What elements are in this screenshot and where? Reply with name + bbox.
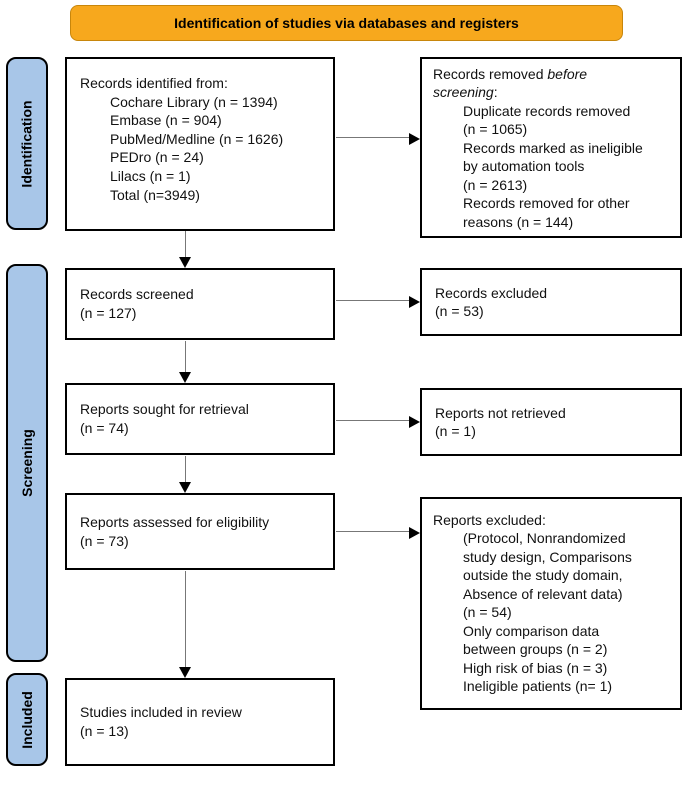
stage-bar-screening: Screening: [6, 264, 48, 662]
reason-line: Records marked as ineligible: [463, 139, 643, 156]
box-line: Reports sought for retrieval: [80, 401, 249, 418]
box-line: Studies included in review: [80, 704, 242, 721]
box-reports-sought: Reports sought for retrieval (n = 74): [65, 383, 335, 455]
reason-line: (n = 1065): [463, 121, 528, 138]
arrow-right-screened-to-excluded: [336, 295, 420, 308]
box-count: (n = 13): [80, 723, 129, 739]
stage-bar-included: Included: [6, 673, 48, 766]
heading-text: :: [493, 84, 498, 101]
reason-line: between groups (n = 2): [463, 641, 608, 658]
heading-text: Records removed: [433, 66, 548, 82]
reason-line: (n = 54): [463, 604, 512, 621]
reason-line: (Protocol, Nonrandomized: [463, 530, 626, 547]
box-studies-included: Studies included in review (n = 13): [65, 678, 335, 766]
reason-line: Absence of relevant data): [463, 585, 623, 602]
stage-bar-identification: Identification: [6, 57, 48, 230]
box-count: (n = 127): [80, 305, 137, 321]
box-reports-assessed: Reports assessed for eligibility (n = 73…: [65, 493, 335, 570]
reason-line: Only comparison data: [463, 622, 600, 639]
arrow-down-assessed-to-included: [179, 571, 191, 678]
stage-label-screening: Screening: [19, 429, 36, 497]
source-line: Embase (n = 904): [110, 112, 222, 129]
box-records-removed: Records removed before screening: Duplic…: [420, 57, 682, 238]
italic-phrase: screening: [433, 84, 494, 101]
stage-label-included: Included: [19, 690, 35, 749]
box-count: (n = 53): [435, 303, 484, 319]
arrow-right-sought-to-not-retrieved: [336, 415, 420, 428]
source-line: Total (n=3949): [110, 186, 200, 203]
box-count: (n = 1): [435, 423, 476, 439]
box-reports-not-retrieved: Reports not retrieved (n = 1): [420, 388, 682, 456]
arrow-right-identified-to-removed: [336, 132, 420, 145]
reason-line: reasons (n = 144): [463, 213, 574, 230]
box-count: (n = 74): [80, 420, 129, 436]
box-heading: Records identified from:: [80, 75, 228, 91]
box-count: (n = 73): [80, 532, 129, 549]
diagram-title-banner: Identification of studies via databases …: [70, 5, 623, 41]
box-line: Records excluded: [435, 284, 548, 301]
source-line: PEDro (n = 24): [110, 149, 204, 166]
reason-line: study design, Comparisons: [463, 548, 632, 565]
reason-line: Records removed for other: [463, 195, 630, 212]
box-line: Reports assessed for eligibility: [80, 513, 270, 530]
diagram-title: Identification of studies via databases …: [174, 15, 519, 31]
box-line: Records screened: [80, 286, 194, 303]
box-line: Reports not retrieved: [435, 404, 566, 421]
italic-phrase: before: [547, 66, 588, 82]
reason-line: High risk of bias (n = 3): [463, 659, 608, 676]
arrow-down-screened-to-sought: [179, 341, 191, 383]
stage-label-identification: Identification: [19, 99, 35, 188]
source-line: Lilacs (n = 1): [110, 168, 191, 185]
source-line: Cochare Library (n = 1394): [110, 93, 278, 110]
box-reports-excluded: Reports excluded: (Protocol, Nonrandomiz…: [420, 497, 682, 710]
reason-line: outside the study domain,: [463, 567, 623, 584]
arrow-down-identified-to-screened: [179, 231, 191, 268]
reason-line: by automation tools: [463, 158, 585, 175]
box-heading: Records removed before screening:: [433, 65, 674, 102]
source-line: PubMed/Medline (n = 1626): [110, 130, 284, 147]
box-records-identified: Records identified from: Cochare Library…: [65, 57, 335, 231]
box-heading: Reports excluded:: [433, 512, 546, 528]
arrow-down-sought-to-assessed: [179, 456, 191, 493]
reason-line: Duplicate records removed: [463, 102, 631, 119]
reason-line: Ineligible patients (n= 1): [463, 678, 613, 695]
box-records-screened: Records screened (n = 127): [65, 268, 335, 340]
box-records-excluded: Records excluded (n = 53): [420, 268, 682, 336]
arrow-right-assessed-to-reports-excluded: [336, 526, 420, 539]
reason-line: (n = 2613): [463, 176, 528, 193]
